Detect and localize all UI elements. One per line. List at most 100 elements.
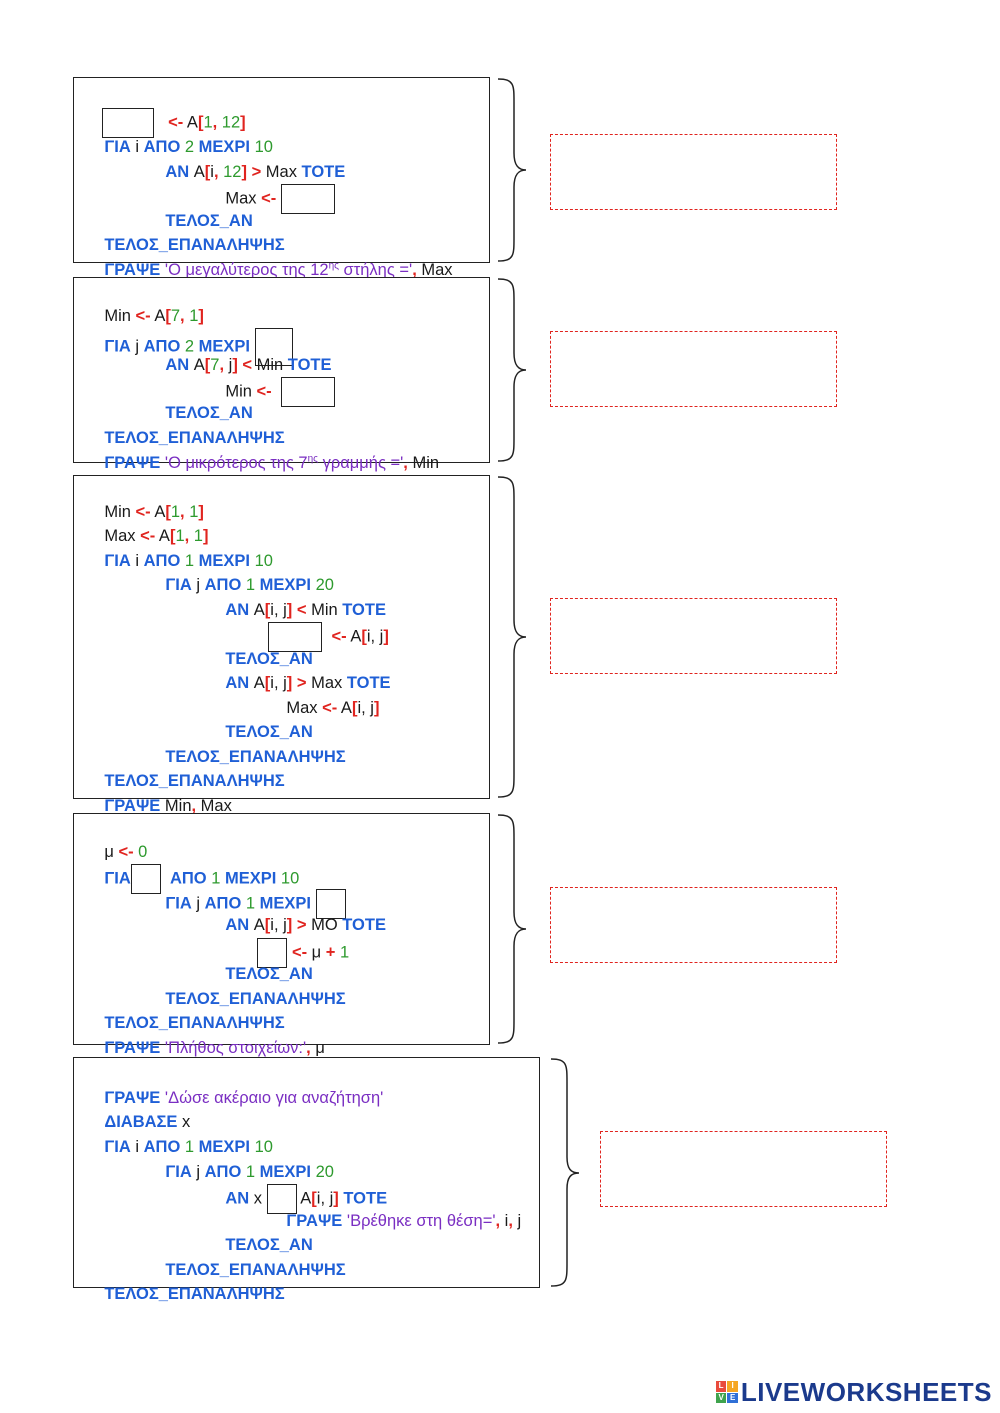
keyword: ΜΕΧΡΙ (259, 576, 311, 594)
answer-blank[interactable] (280, 184, 335, 214)
comma: , (508, 1212, 513, 1230)
answer-blank[interactable] (266, 1184, 297, 1214)
keyword: ΑΠΟ (143, 138, 181, 156)
assign-op: <- (291, 943, 308, 962)
keyword: ΑΠΟ (204, 894, 242, 913)
bracket: ] (286, 674, 293, 692)
operator: + (325, 943, 336, 962)
bracket: ] (202, 527, 209, 545)
operator: > (246, 163, 266, 181)
logo-mark-icon: L I V E (715, 1381, 738, 1403)
code-line: ΓΙΑ i ΑΠΟ 2 ΜΕΧΡΙ 10 (86, 111, 273, 156)
string: 'Δώσε ακέραιο για αναζήτηση' (160, 1089, 384, 1107)
var: A (249, 601, 265, 619)
var: i, j (366, 627, 384, 646)
keyword: ΔΙΑΒΑΣΕ (104, 1113, 178, 1131)
code-line: ΑΝ A[7, j] < Min ΤΟΤΕ (147, 329, 331, 374)
logo-letter: E (727, 1392, 738, 1403)
keyword: ΜΕΧΡΙ (259, 894, 311, 913)
answer-box-2[interactable] (550, 331, 837, 407)
var: A (183, 113, 198, 132)
code-block-3: Min <- A[1, 1] Max <- A[1, 1] ΓΙΑ i ΑΠΟ … (73, 475, 490, 815)
number: 1 (241, 576, 260, 594)
keyword: ΤΕΛΟΣ_ΕΠΑΝΑΛΗΨΗΣ (165, 1261, 346, 1279)
code-line: ΤΕΛΟΣ_ΕΠΑΝΑΛΗΨΗΣ (86, 745, 284, 790)
assign-op: <- (331, 627, 347, 646)
answer-box-1[interactable] (550, 134, 837, 210)
var: j (512, 1212, 522, 1230)
keyword: ΑΝ (165, 163, 190, 181)
string: γραμμής =' (318, 454, 404, 472)
comma: , (180, 503, 190, 521)
answer-blank[interactable] (102, 108, 155, 138)
var: j (228, 356, 233, 374)
code-line: ΤΕΛΟΣ_ΕΠΑΝΑΛΗΨΗΣ (86, 1258, 284, 1303)
assign-op: <- (135, 307, 151, 325)
bracket: [ (197, 113, 204, 132)
assign-op: <- (322, 699, 338, 717)
operator: > (292, 916, 312, 934)
number: 10 (250, 138, 273, 156)
bracket: ] (198, 503, 204, 521)
var: Max (286, 699, 323, 717)
comma: , (219, 356, 229, 374)
keyword: ΑΠΟ (204, 576, 242, 594)
comma: , (495, 1212, 501, 1230)
var: A (150, 503, 166, 521)
assign-op: <- (168, 113, 184, 132)
bracket: [ (165, 307, 171, 325)
code-line: ΤΕΛΟΣ_ΕΠΑΝΑΛΗΨΗΣ (147, 1234, 345, 1279)
code-line: ΤΕΛΟΣ_ΑΝ (207, 1209, 312, 1254)
answer-blank[interactable] (315, 889, 346, 919)
logo-letter: L (715, 1381, 727, 1392)
var: i (210, 163, 214, 181)
string: 'Βρέθηκε στη θέση=' (342, 1212, 496, 1230)
code-line: ΓΡΑΨΕ 'Ο μικρότερος της 7ης γραμμής =', … (86, 427, 439, 472)
var: A (346, 627, 362, 646)
comma: , (213, 163, 224, 181)
var: i, j (270, 674, 287, 692)
answer-blank[interactable] (268, 622, 323, 652)
bracket: [ (264, 601, 271, 619)
bracket: ] (232, 356, 238, 374)
answer-box-4[interactable] (550, 887, 837, 963)
code-line: μ <- 0 (86, 816, 147, 861)
keyword: ΤΕΛΟΣ_ΕΠΑΝΑΛΗΨΗΣ (165, 990, 346, 1008)
var: A (189, 356, 205, 374)
number: 1 (241, 1163, 260, 1181)
answer-blank[interactable] (254, 328, 293, 366)
var: A (150, 307, 166, 325)
code-line: ΓΙΑ i ΑΠΟ 1 ΜΕΧΡΙ 10 (86, 1111, 273, 1156)
number: 7 (210, 356, 220, 374)
string: στήλης =' (338, 261, 413, 279)
keyword: ΜΕΧΡΙ (198, 552, 250, 570)
answer-blank[interactable] (280, 377, 335, 407)
number: 1 (335, 943, 350, 962)
var: x (177, 1113, 191, 1131)
bracket: [ (204, 163, 211, 181)
var: Min (225, 382, 257, 401)
bracket: ] (286, 916, 293, 934)
number: 1 (180, 552, 199, 570)
keyword: ΓΡΑΨΕ (104, 1039, 161, 1057)
code-line: ΤΕΛΟΣ_ΕΠΑΝΑΛΗΨΗΣ (86, 402, 284, 447)
var: Max (311, 674, 343, 692)
comma: , (180, 307, 190, 325)
number: 2 (180, 337, 199, 356)
comma: , (403, 454, 408, 472)
keyword: ΤΟΤΕ (337, 916, 386, 934)
code-block-1: <- A[1, 12] ΓΙΑ i ΑΠΟ 2 ΜΕΧΡΙ 10 ΑΝ A[i,… (73, 77, 490, 279)
keyword: ΤΕΛΟΣ_ΑΝ (225, 650, 313, 668)
keyword: ΤΟΤΕ (283, 356, 332, 374)
var: Min (160, 797, 192, 815)
keyword: ΤΕΛΟΣ_ΕΠΑΝΑΛΗΨΗΣ (104, 1285, 285, 1303)
keyword: ΤΕΛΟΣ_ΑΝ (225, 1236, 313, 1254)
keyword: ΜΕΧΡΙ (259, 1163, 311, 1181)
answer-blank[interactable] (257, 938, 288, 968)
answer-box-3[interactable] (550, 598, 837, 674)
answer-blank[interactable] (130, 864, 161, 894)
logo-letter: V (715, 1392, 727, 1403)
number: 7 (170, 307, 181, 325)
answer-box-5[interactable] (600, 1131, 887, 1207)
var: i, j (270, 601, 287, 619)
